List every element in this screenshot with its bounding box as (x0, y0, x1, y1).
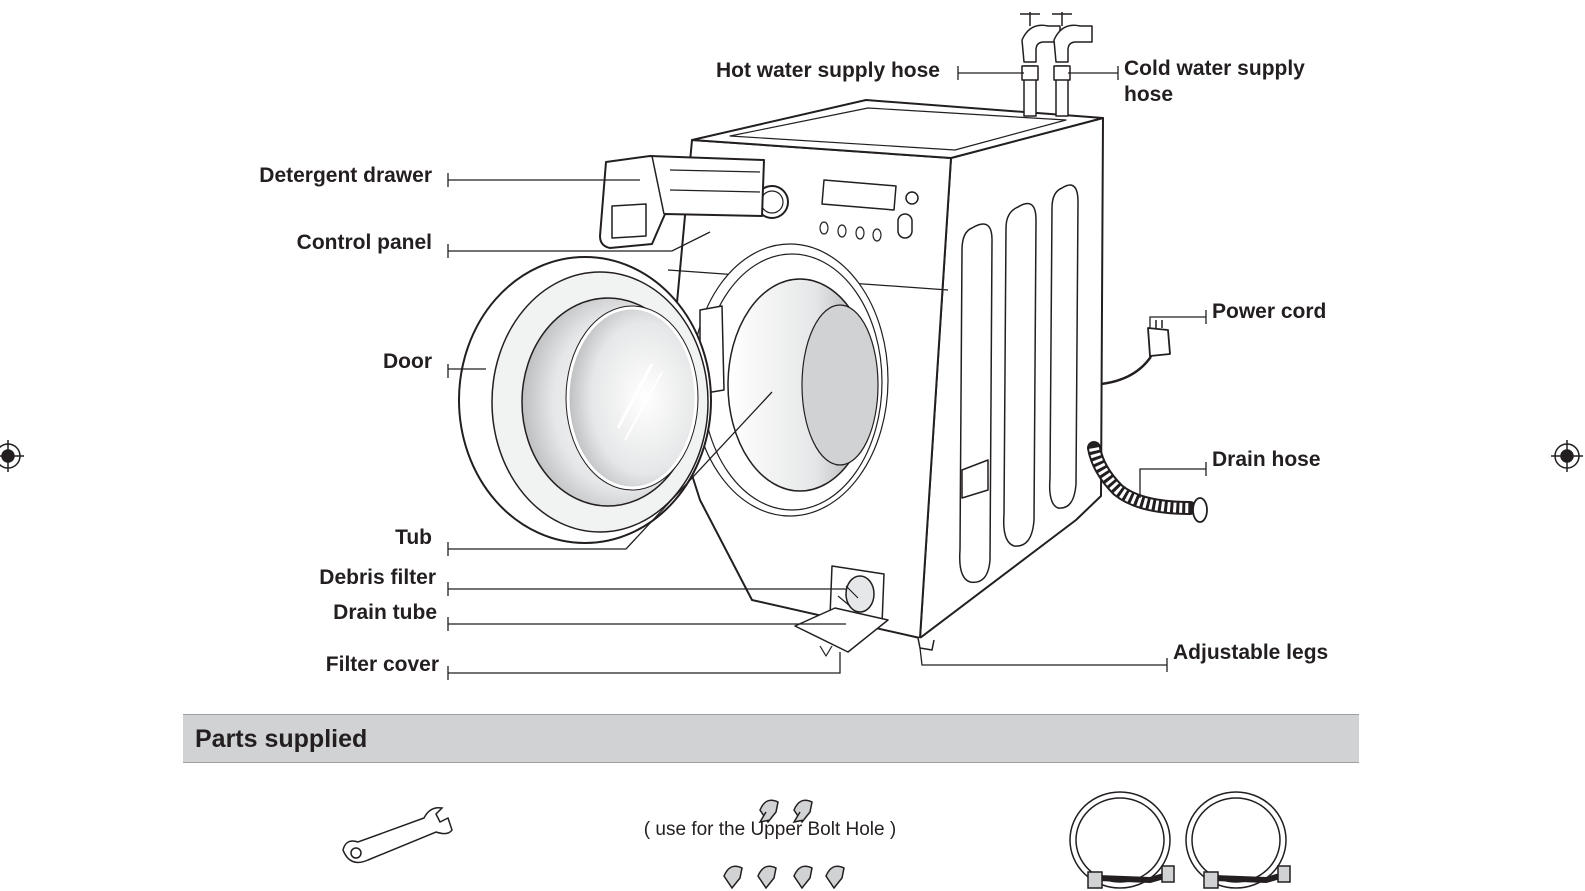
leader-lines (447, 66, 1207, 680)
bolt-cap-icons (723, 799, 845, 890)
supply-hose-icons (1069, 791, 1291, 889)
label-drain-tube: Drain tube (333, 601, 437, 624)
label-tub: Tub (395, 526, 432, 549)
label-door: Door (383, 350, 432, 373)
label-cold-water-supply-hose: Cold water supply hose (1124, 57, 1305, 106)
parts-illustrations (342, 791, 1291, 890)
registration-mark-left (0, 440, 24, 472)
registration-mark-right (1551, 440, 1583, 472)
label-filter-cover: Filter cover (325, 653, 439, 676)
label-hot-water-supply-hose: Hot water supply hose (715, 59, 940, 82)
label-adjustable-legs: Adjustable legs (1173, 641, 1329, 664)
label-detergent-drawer: Detergent drawer (259, 164, 432, 187)
label-power-cord: Power cord (1212, 300, 1327, 323)
label-debris-filter: Debris filter (319, 566, 436, 589)
label-control-panel: Control panel (296, 231, 432, 254)
label-drain-hose: Drain hose (1212, 448, 1321, 471)
bolt-cap-note: ( use for the Upper Bolt Hole ) (643, 819, 897, 840)
spanner-icon (342, 806, 453, 864)
parts-supplied-header: Parts supplied (183, 714, 1359, 763)
parts-supplied-title: Parts supplied (195, 725, 368, 753)
washing-machine-illustration (458, 12, 1208, 657)
